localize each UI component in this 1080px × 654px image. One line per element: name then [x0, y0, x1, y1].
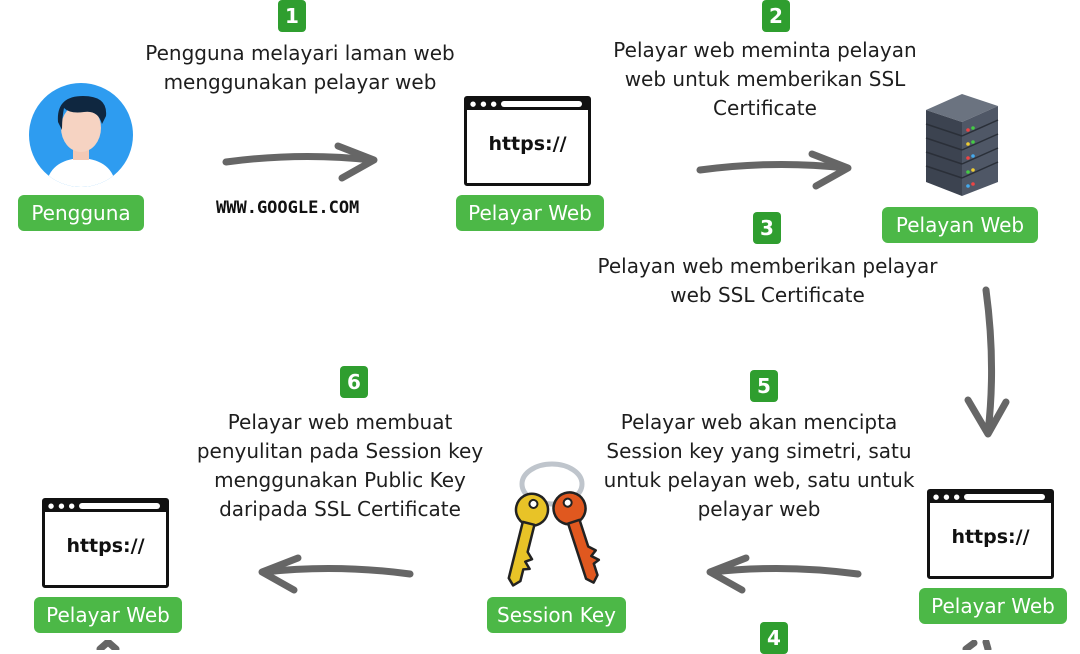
user-avatar-icon	[29, 83, 133, 187]
step-1-description: Pengguna melayari laman web menggunakan …	[145, 41, 455, 94]
step-5-description: Pelayar web akan mencipta Session key ya…	[603, 410, 915, 521]
arrow-partial-bottom-right	[962, 640, 992, 650]
browser-url-text: https://	[951, 526, 1030, 548]
step-3-description: Pelayan web memberikan pelayar web SSL C…	[597, 254, 938, 307]
arrow-browser-to-key	[706, 554, 862, 594]
pelayar-web-label: Pelayar Web	[34, 597, 182, 633]
pelayar-web-label: Pelayar Web	[919, 588, 1067, 624]
step-6-description: Pelayar web membuat penyulitan pada Sess…	[196, 410, 484, 521]
session-key-label: Session Key	[487, 597, 626, 633]
step-2-badge: 2	[762, 0, 790, 32]
step-5-badge: 5	[750, 370, 778, 402]
server-icon	[925, 94, 999, 196]
step-2-description: Pelayar web meminta pelayan web untuk me…	[613, 38, 917, 120]
step-1-badge: 1	[278, 0, 306, 32]
arrow-server-down	[964, 286, 1010, 438]
browser-window-icon: ● ● ● https://	[927, 489, 1054, 579]
browser-url-text: https://	[488, 133, 567, 155]
pelayar-web-label: Pelayar Web	[456, 195, 604, 231]
url-text: WWW.GOOGLE.COM	[216, 198, 360, 218]
arrow-user-to-browser	[222, 142, 378, 182]
step-6-badge: 6	[340, 366, 368, 398]
arrow-partial-bottom-left	[96, 640, 120, 650]
step-3-badge: 3	[753, 212, 781, 244]
arrow-browser-to-server	[696, 150, 852, 190]
browser-url-text: https://	[66, 535, 145, 557]
pengguna-label: Pengguna	[18, 195, 144, 231]
session-keys-icon	[507, 461, 601, 587]
pelayan-web-label: Pelayan Web	[882, 207, 1038, 243]
browser-window-icon: ● ● ● https://	[42, 498, 169, 588]
arrow-key-to-browser	[258, 554, 414, 594]
browser-window-icon: ● ● ● https://	[464, 96, 591, 186]
step-4-badge: 4	[760, 622, 788, 654]
